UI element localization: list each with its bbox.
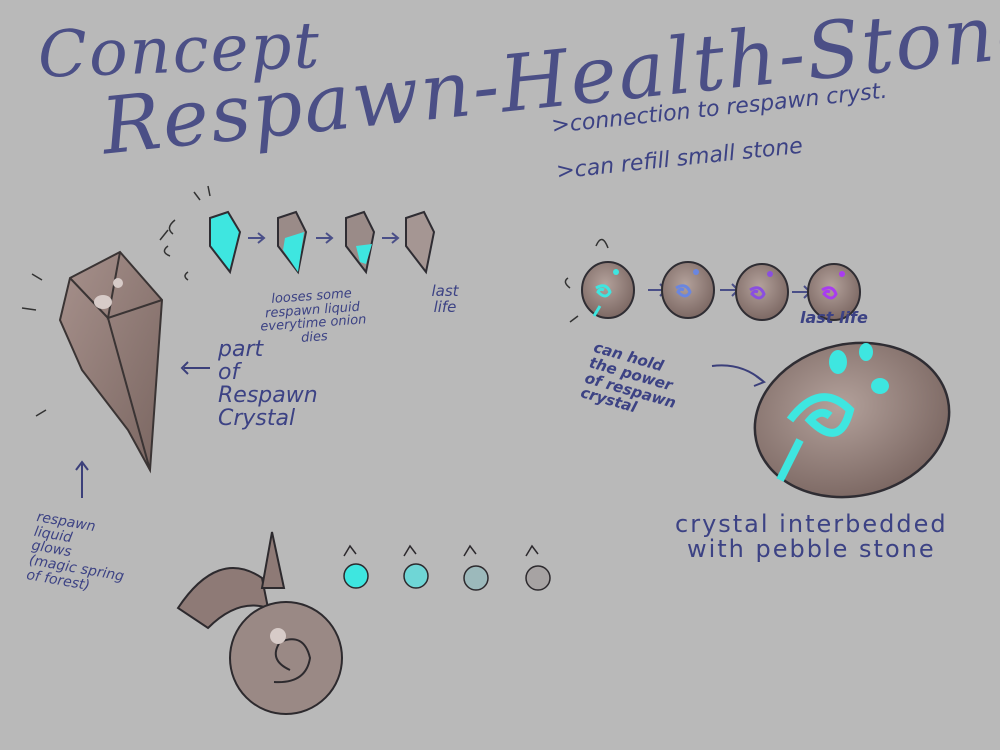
label-crystal-interbedded: crystal interbedded with pebble stone — [675, 510, 948, 564]
large-pebble-stone — [753, 341, 951, 499]
small-orbs-sequence — [343, 544, 551, 591]
small-crystal-full — [209, 210, 242, 275]
pouch-sketch — [176, 531, 343, 715]
label-last-life-stone: last life — [800, 308, 868, 327]
note-refill: >can refill small stone — [555, 134, 804, 185]
small-crystal-empty — [405, 210, 436, 275]
note-connection: >connection to respawn cryst. — [550, 78, 889, 139]
small-crystal-quarter — [345, 210, 376, 275]
arrow-up-to-crystal — [75, 460, 89, 498]
arrow-to-crystal — [180, 361, 210, 375]
label-part-of-respawn-crystal: part of Respawn Crystal — [218, 337, 318, 432]
arrow-to-large-pebble — [711, 364, 767, 387]
small-crystal-three-quarter — [277, 210, 308, 275]
label-last-life-crystal: last life — [431, 282, 459, 316]
crystal-depletion-sequence — [163, 185, 436, 281]
pebble-depletion-sequence — [564, 238, 861, 323]
large-crystal-sketch — [21, 229, 169, 474]
